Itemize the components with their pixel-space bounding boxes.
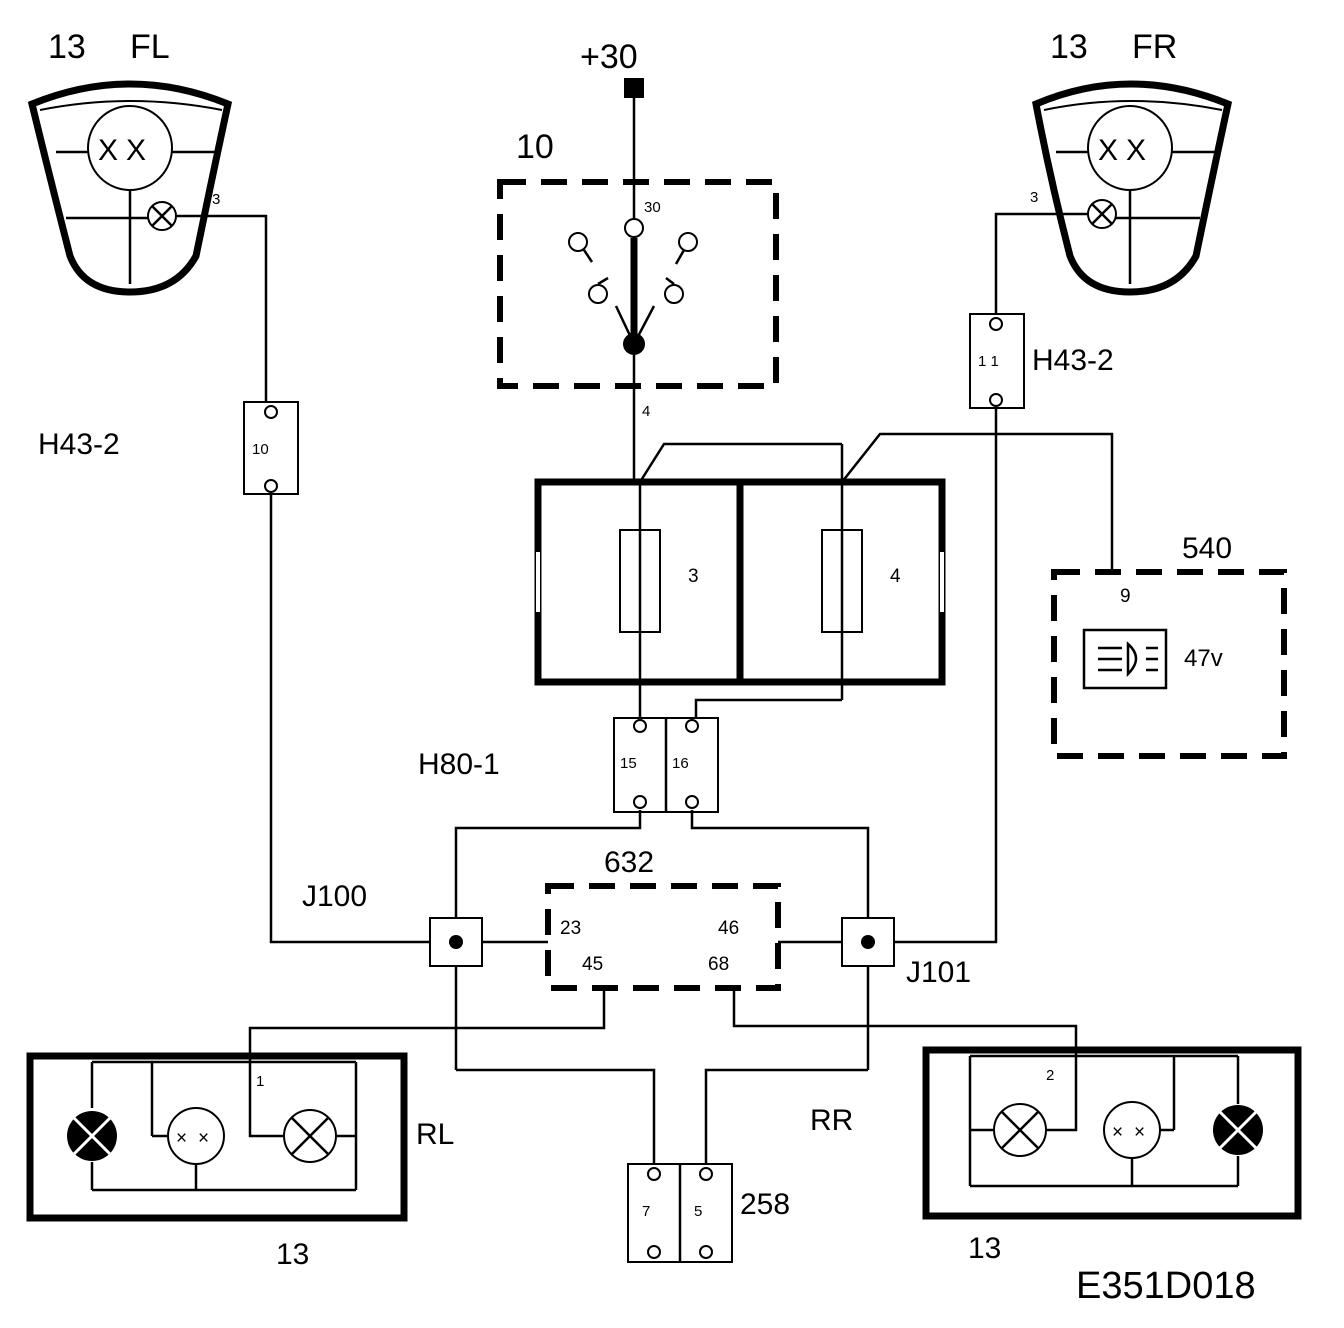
module-632-label: 632: [604, 846, 654, 879]
c258-pin-5: 5: [694, 1203, 702, 1220]
m632-pin-23: 23: [560, 918, 581, 939]
h80-label: H80-1: [418, 748, 500, 781]
svg-text:X: X: [1098, 134, 1118, 167]
rr-pin-label: 2: [1046, 1067, 1054, 1084]
fr-number: 13: [1050, 28, 1088, 66]
j101-label: J101: [906, 956, 971, 989]
module-540-label: 540: [1182, 532, 1232, 565]
module-540-sublabel: 47v: [1184, 645, 1223, 672]
rr-number: 13: [968, 1232, 1001, 1265]
front-left-lamp: X X: [27, 80, 233, 296]
dual-filament-bulb-icon: [87, 105, 173, 191]
fr-pin-label: 3: [1030, 189, 1038, 206]
c258-label: 258: [740, 1188, 790, 1221]
front-right-lamp: X X: [1032, 80, 1233, 296]
rear-left-lamp: × ×: [26, 1052, 408, 1222]
supply-label: +30: [580, 38, 638, 76]
svg-text:X: X: [126, 134, 146, 167]
module-540: [1051, 569, 1287, 759]
rl-number: 13: [276, 1238, 309, 1271]
fog-light-icon: [1082, 628, 1168, 690]
svg-text:×: ×: [198, 1128, 209, 1149]
dual-filament-bulb-icon: [1087, 105, 1173, 191]
fuse-4-label: 4: [890, 566, 901, 587]
supply-terminal: [624, 78, 644, 98]
m632-pin-46: 46: [718, 918, 739, 939]
bulb-cross-icon: [993, 1103, 1047, 1157]
fr-side-label: FR: [1132, 28, 1177, 66]
bulb-cross-icon: [1087, 199, 1117, 229]
fl-number: 13: [48, 28, 86, 66]
rl-pin-label: 1: [256, 1073, 264, 1090]
m632-pin-45: 45: [582, 954, 603, 975]
filled-bulb-icon: [67, 1111, 117, 1161]
m632-pin-68: 68: [708, 954, 729, 975]
switch-pin-4: 4: [642, 403, 650, 420]
bulb-cross-icon: [147, 201, 177, 231]
h43-left-pin: 10: [252, 441, 269, 458]
fl-side-label: FL: [130, 28, 170, 66]
svg-text:X: X: [1126, 134, 1146, 167]
filled-bulb-icon: [1213, 1105, 1263, 1155]
light-switch: [497, 179, 779, 389]
svg-text:×: ×: [176, 1128, 187, 1149]
h43-left-label: H43-2: [38, 428, 120, 461]
diagram-code: E351D018: [1076, 1265, 1256, 1307]
h43-right-label: H43-2: [1032, 344, 1114, 377]
switch-label: 10: [516, 128, 554, 166]
rl-label: RL: [416, 1118, 454, 1151]
dual-filament-bulb-icon: × ×: [167, 1107, 225, 1165]
h80-pin-15: 15: [620, 755, 637, 772]
fl-pin-label: 3: [212, 191, 220, 208]
module-540-pin: 9: [1120, 586, 1131, 607]
j100-label: J100: [302, 880, 367, 913]
dual-filament-bulb-icon: × ×: [1103, 1101, 1161, 1159]
svg-text:×: ×: [1134, 1122, 1145, 1143]
fuse-3-label: 3: [688, 566, 699, 587]
h80-pin-16: 16: [672, 755, 689, 772]
svg-text:X: X: [98, 134, 118, 167]
h43-right-pin: 1 1: [978, 353, 999, 370]
bulb-cross-icon: [283, 1109, 337, 1163]
svg-text:×: ×: [1112, 1122, 1123, 1143]
rear-right-lamp: × ×: [922, 1046, 1302, 1220]
rr-label: RR: [810, 1104, 853, 1137]
c258-pin-7: 7: [642, 1203, 650, 1220]
switch-pin-30: 30: [644, 199, 661, 216]
